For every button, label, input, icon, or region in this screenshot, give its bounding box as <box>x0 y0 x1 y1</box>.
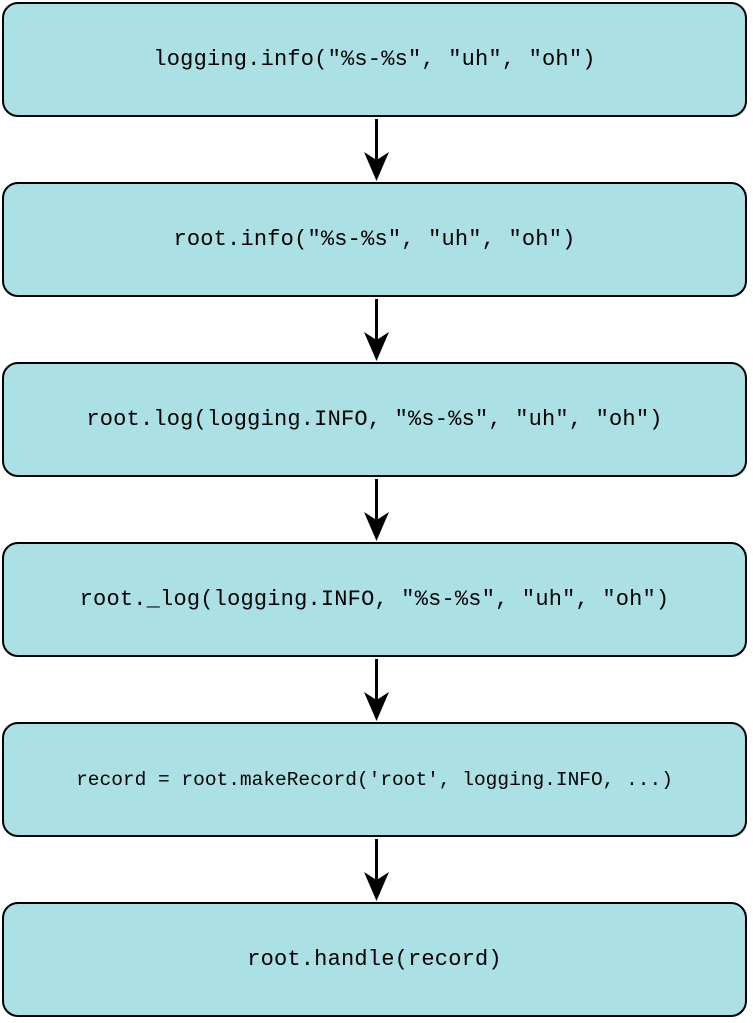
arrow-down-icon <box>364 299 389 361</box>
flow-step-root-info: root.info("%s-%s", "uh", "oh") <box>2 182 747 297</box>
arrow-down-icon <box>364 839 389 901</box>
flow-step-label: root.info("%s-%s", "uh", "oh") <box>173 227 576 252</box>
arrow-down-icon <box>364 479 389 541</box>
flow-step-label: root.handle(record) <box>247 947 502 972</box>
flow-step-label: root.log(logging.INFO, "%s-%s", "uh", "o… <box>86 407 663 432</box>
flow-step-root-handle: root.handle(record) <box>2 902 747 1017</box>
flow-step-label: logging.info("%s-%s", "uh", "oh") <box>153 47 596 72</box>
flow-step-make-record: record = root.makeRecord('root', logging… <box>2 722 747 837</box>
flow-step-root-private-log: root._log(logging.INFO, "%s-%s", "uh", "… <box>2 542 747 657</box>
arrow-down-icon <box>364 119 389 181</box>
arrow-down-icon <box>364 659 389 721</box>
flow-step-root-log: root.log(logging.INFO, "%s-%s", "uh", "o… <box>2 362 747 477</box>
flow-step-label: root._log(logging.INFO, "%s-%s", "uh", "… <box>79 587 670 612</box>
flow-step-logging-info: logging.info("%s-%s", "uh", "oh") <box>2 2 747 117</box>
flow-step-label: record = root.makeRecord('root', logging… <box>76 768 673 791</box>
